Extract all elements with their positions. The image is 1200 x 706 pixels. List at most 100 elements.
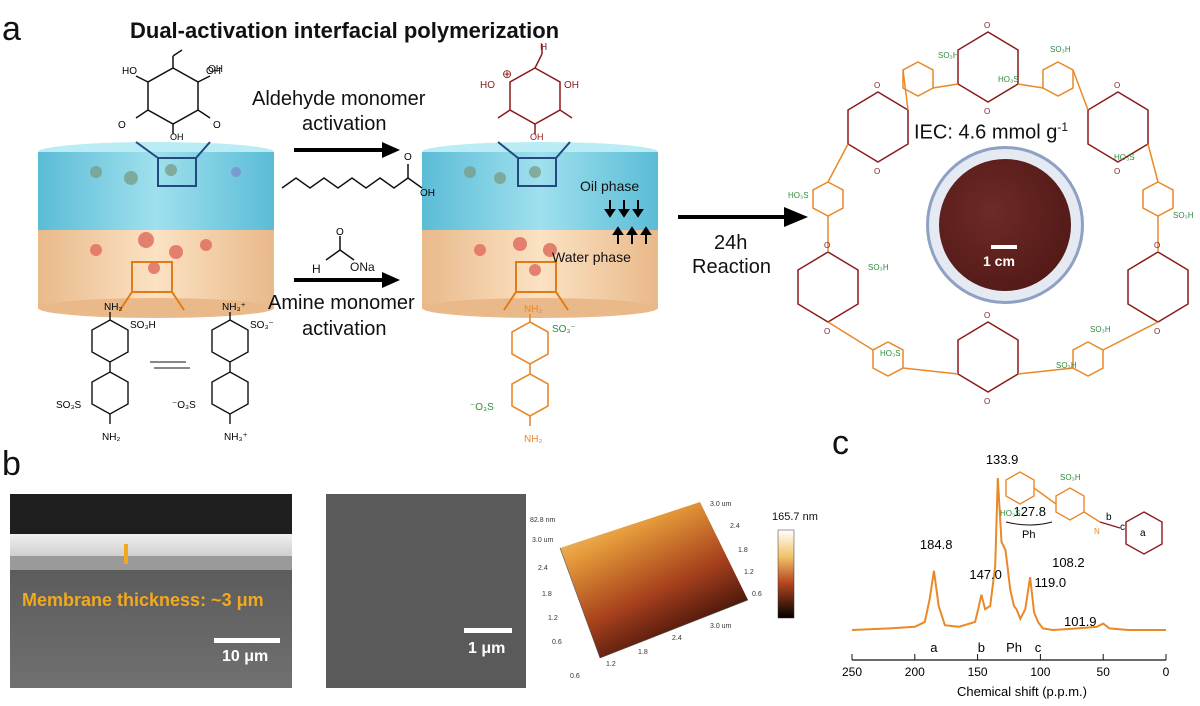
svg-text:SO₃H: SO₃H	[1056, 361, 1077, 370]
svg-text:NH₃⁺: NH₃⁺	[224, 432, 248, 443]
svg-text:SO₃⁻: SO₃⁻	[250, 320, 274, 331]
nmr-tick-label-100: 100	[1030, 665, 1050, 679]
svg-text:O: O	[1154, 327, 1160, 336]
photo-scale-label: 1 cm	[983, 253, 1015, 269]
svg-text:O: O	[984, 107, 990, 116]
svg-text:O: O	[118, 120, 126, 131]
formate-ona: ONa	[350, 260, 375, 274]
svg-text:O: O	[984, 311, 990, 320]
svg-text:NH₂: NH₂	[524, 304, 542, 315]
svg-text:SO₃H: SO₃H	[1173, 211, 1194, 220]
svg-text:SO₃S: SO₃S	[56, 400, 82, 411]
svg-text:O: O	[1154, 241, 1160, 250]
nmr-tick-label-0: 0	[1163, 665, 1170, 679]
svg-text:HO₃S: HO₃S	[880, 349, 901, 358]
svg-text:H: H	[540, 42, 547, 53]
svg-text:HO: HO	[122, 66, 137, 77]
svg-text:82.8 nm: 82.8 nm	[530, 517, 555, 524]
svg-text:O: O	[984, 21, 990, 30]
membrane-photo: 1 cm	[926, 146, 1084, 304]
octanoic-acid: O OH	[281, 152, 435, 198]
nmr-peak-label: 133.9	[986, 452, 1019, 467]
svg-text:O: O	[1114, 81, 1120, 90]
svg-text:N: N	[1094, 527, 1100, 536]
inset-ph-label: Ph	[1022, 529, 1035, 541]
nmr-assignment-b: b	[978, 640, 985, 655]
svg-text:NH₂: NH₂	[102, 432, 120, 443]
svg-text:2.4: 2.4	[672, 635, 682, 642]
svg-text:O: O	[824, 327, 830, 336]
nmr-peak-label: 101.9	[1064, 614, 1097, 629]
formate-h: H	[312, 262, 321, 276]
aldehyde-activation-label-2: activation	[302, 113, 387, 135]
nmr-assignment-Ph: Ph	[1006, 640, 1022, 655]
sem-cross-section: Membrane thickness: ~3 μm 10 μm	[10, 494, 292, 688]
svg-text:2.4: 2.4	[538, 565, 548, 572]
water-phase-label: Water phase	[552, 249, 631, 265]
svg-text:O: O	[984, 397, 990, 406]
sodium-formate: O	[325, 228, 355, 261]
svg-text:OH: OH	[206, 66, 221, 77]
nmr-inset-structure: SO₃H HO₃S N b c a Ph	[1000, 471, 1163, 555]
svg-text:O: O	[404, 152, 412, 163]
scalebar-2	[464, 628, 512, 633]
svg-text:SO₃H: SO₃H	[1090, 325, 1111, 334]
amine-activation-label-2: activation	[302, 318, 387, 340]
reaction-time: 24h	[714, 232, 748, 254]
arrow-amine	[294, 272, 400, 288]
scalebar-2-label: 1 μm	[468, 640, 506, 657]
thickness-arrow	[124, 544, 128, 564]
svg-text:⁻O₃S: ⁻O₃S	[172, 400, 196, 411]
svg-text:O: O	[874, 81, 880, 90]
nmr-tick-label-250: 250	[842, 665, 862, 679]
svg-text:O: O	[874, 167, 880, 176]
svg-text:a: a	[1140, 528, 1146, 539]
svg-text:1.8: 1.8	[542, 591, 552, 598]
svg-text:SO₃H: SO₃H	[1060, 473, 1081, 482]
activated-aldehyde: H HO OH OH ⊕	[480, 42, 579, 140]
iec-label: IEC: 4.6 mmol g-1	[914, 120, 1069, 144]
svg-text:HO₃S: HO₃S	[788, 191, 809, 200]
svg-text:SO₃H: SO₃H	[1050, 45, 1071, 54]
reactor-left	[38, 141, 274, 318]
svg-text:c: c	[1120, 522, 1125, 533]
panel-letter-c: c	[832, 424, 849, 462]
nmr-peak-label: 184.8	[920, 537, 953, 552]
nmr-assignment-a: a	[930, 640, 938, 655]
afm-max-label: 165.7 nm	[772, 511, 818, 523]
svg-text:NH₂: NH₂	[524, 434, 542, 445]
scalebar-1	[214, 638, 280, 643]
svg-text:0.6: 0.6	[552, 639, 562, 646]
nmr-peak-label: 119.0	[1035, 575, 1067, 590]
svg-text:OH: OH	[420, 188, 435, 198]
svg-text:HO₃S: HO₃S	[998, 75, 1019, 84]
svg-text:O: O	[824, 241, 830, 250]
svg-text:1.8: 1.8	[638, 649, 648, 656]
nmr-peak-label: 108.2	[1052, 555, 1085, 570]
svg-text:1.2: 1.2	[548, 615, 558, 622]
nmr-tick-label-150: 150	[968, 665, 988, 679]
nmr-tick-label-200: 200	[905, 665, 925, 679]
scalebar-1-label: 10 μm	[222, 648, 269, 665]
reactor-middle	[422, 141, 658, 318]
oil-phase-label: Oil phase	[580, 178, 640, 194]
svg-text:HO₃S: HO₃S	[1000, 509, 1021, 518]
arrow-aldehyde	[294, 142, 400, 158]
chem-oh-top: OH	[208, 64, 223, 75]
svg-text:SO₃⁻: SO₃⁻	[552, 324, 576, 335]
svg-text:O: O	[213, 120, 221, 131]
svg-text:3.0 um: 3.0 um	[532, 537, 554, 544]
svg-text:0.6: 0.6	[752, 591, 762, 598]
svg-text:3.0 um: 3.0 um	[710, 623, 732, 630]
svg-text:1.2: 1.2	[606, 661, 616, 668]
svg-text:SO₃H: SO₃H	[938, 51, 959, 60]
aldehyde-activation-label-1: Aldehyde monomer	[252, 88, 426, 110]
svg-text:⁻O₃S: ⁻O₃S	[470, 402, 494, 413]
figure-title: Dual-activation interfacial polymerizati…	[130, 18, 560, 43]
svg-text:1.2: 1.2	[744, 569, 754, 576]
svg-text:NH₃⁺: NH₃⁺	[222, 302, 246, 313]
reaction-label: Reaction	[692, 256, 771, 278]
nmr-xlabel: Chemical shift (p.p.m.)	[957, 684, 1087, 699]
amine-activation-label-1: Amine monomer	[268, 292, 415, 314]
